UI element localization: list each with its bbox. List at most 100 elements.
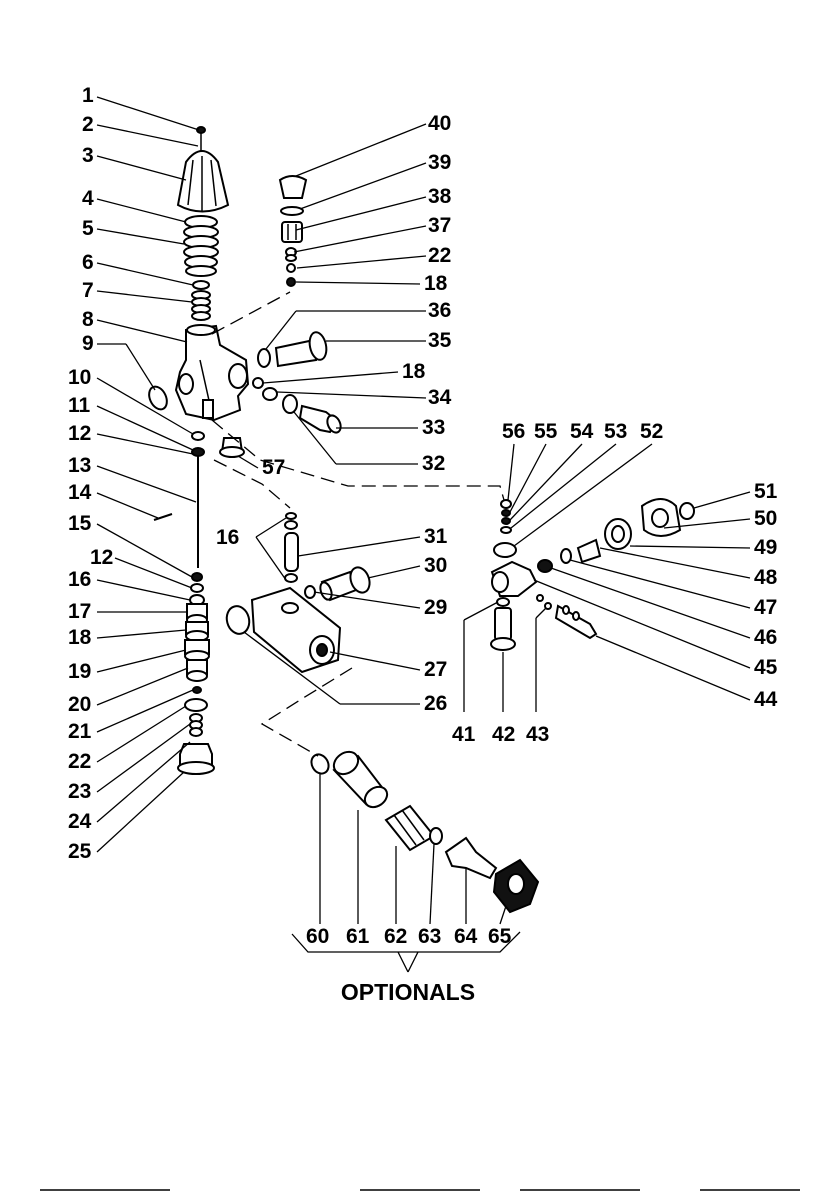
part-oring-36 — [258, 349, 270, 367]
assembly-dashed-lines — [212, 292, 504, 756]
part-seat-18-top — [287, 278, 295, 286]
part-oring-16-low — [285, 574, 297, 582]
label-23: 23 — [68, 780, 91, 803]
part-oring-32 — [283, 395, 297, 413]
part-oring-26 — [224, 604, 252, 637]
label-8: 8 — [82, 308, 94, 331]
label-5: 5 — [82, 217, 94, 240]
label-15: 15 — [68, 512, 92, 535]
label-26: 26 — [424, 692, 447, 715]
part-oring-41 — [497, 598, 509, 606]
part-small-spring — [192, 291, 210, 320]
label-30: 30 — [424, 554, 447, 577]
part-nozzle-64 — [446, 838, 496, 878]
part-stem-42 — [491, 608, 515, 650]
part-large-spring — [184, 226, 218, 276]
label-19: 19 — [68, 660, 91, 683]
part-spring-46 — [538, 560, 552, 572]
label-63: 63 — [418, 925, 441, 948]
label-18: 18 — [68, 626, 92, 649]
label-27: 27 — [424, 658, 447, 681]
part-stack-56-53 — [501, 500, 511, 533]
part-housing-50 — [642, 499, 680, 536]
part-ball-22-top — [287, 264, 295, 272]
label-7: 7 — [82, 279, 94, 302]
part-filter-62 — [386, 806, 434, 850]
label-53: 53 — [604, 420, 627, 443]
part-oring-34 — [263, 388, 277, 400]
label-38: 38 — [428, 185, 452, 208]
label-10: 10 — [68, 366, 91, 389]
label-49: 49 — [754, 536, 777, 559]
label-35: 35 — [428, 329, 452, 352]
part-small-washer — [193, 281, 209, 289]
part-balls-43 — [537, 595, 551, 609]
part-lower-spring — [185, 699, 207, 736]
part-cap-40 — [280, 176, 306, 198]
part-rod-lower-stack — [185, 573, 209, 693]
label-14: 14 — [68, 481, 92, 504]
label-37: 37 — [428, 214, 451, 237]
part-oring-18-mid — [253, 378, 263, 388]
label-39: 39 — [428, 151, 451, 174]
part-oring-48 — [561, 549, 571, 563]
label-12b: 12 — [90, 546, 113, 569]
part-tee-body — [492, 562, 536, 596]
label-32: 32 — [422, 452, 445, 475]
label-54: 54 — [570, 420, 594, 443]
part-number-labels: 1 2 3 4 5 6 7 8 9 10 11 12 13 14 15 12 1… — [68, 84, 778, 1005]
label-18c: 18 — [402, 360, 426, 383]
part-bolt-35 — [276, 331, 329, 366]
part-valve-44 — [556, 606, 596, 638]
part-oring-63 — [430, 828, 442, 844]
label-12: 12 — [68, 422, 91, 445]
label-13: 13 — [68, 454, 91, 477]
label-62: 62 — [384, 925, 407, 948]
label-61: 61 — [346, 925, 370, 948]
part-oring-39 — [281, 207, 303, 215]
label-55: 55 — [534, 420, 558, 443]
label-17: 17 — [68, 600, 91, 623]
label-57: 57 — [262, 456, 285, 479]
part-manifold-block — [252, 588, 340, 672]
label-9: 9 — [82, 332, 94, 355]
label-46: 46 — [754, 626, 777, 649]
part-knob — [178, 151, 228, 212]
label-20: 20 — [68, 693, 91, 716]
label-51: 51 — [754, 480, 778, 503]
label-3: 3 — [82, 144, 94, 167]
part-coupler-61 — [330, 747, 391, 811]
parts-drawing — [146, 127, 694, 912]
label-56: 56 — [502, 420, 525, 443]
label-21: 21 — [68, 720, 92, 743]
label-22: 22 — [68, 750, 91, 773]
part-oring-51 — [680, 503, 694, 519]
part-oring-60 — [308, 751, 332, 776]
part-piston-rod — [192, 448, 204, 568]
part-connector-30 — [318, 565, 373, 601]
label-33: 33 — [422, 416, 445, 439]
optionals-label: OPTIONALS — [341, 979, 475, 1005]
label-44: 44 — [754, 688, 778, 711]
part-nut-65 — [494, 860, 538, 912]
label-43: 43 — [526, 723, 549, 746]
label-2: 2 — [82, 113, 94, 136]
part-small-oring-10 — [192, 432, 204, 440]
part-cage-38 — [282, 222, 302, 242]
label-16b: 16 — [216, 526, 239, 549]
label-4: 4 — [82, 187, 94, 210]
part-nozzle-47 — [578, 540, 600, 562]
label-50: 50 — [754, 507, 777, 530]
label-22b: 22 — [428, 244, 451, 267]
label-42: 42 — [492, 723, 515, 746]
label-60: 60 — [306, 925, 329, 948]
label-48: 48 — [754, 566, 778, 589]
label-41: 41 — [452, 723, 476, 746]
label-52: 52 — [640, 420, 663, 443]
part-cap-52 — [494, 543, 516, 557]
part-nut-49 — [605, 519, 631, 549]
label-18b: 18 — [424, 272, 448, 295]
label-64: 64 — [454, 925, 478, 948]
label-65: 65 — [488, 925, 512, 948]
